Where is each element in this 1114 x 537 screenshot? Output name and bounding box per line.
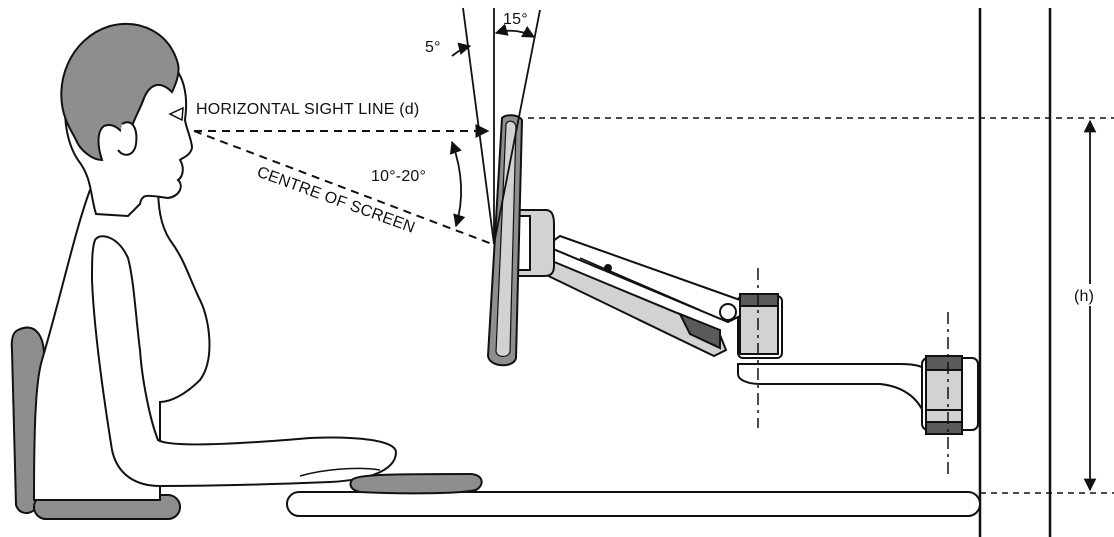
horizontal-sight-line-label: HORIZONTAL SIGHT LINE (d) (196, 101, 419, 118)
tilt-forward-angle-label: 15° (503, 11, 528, 28)
gaze-range-label: 10°-20° (371, 168, 426, 185)
sight-lines (193, 7, 1114, 494)
height-label: (h) (1074, 288, 1094, 305)
person (32, 23, 398, 501)
keyboard (349, 472, 483, 495)
desk (286, 491, 981, 517)
wall (978, 8, 1052, 537)
pivot-axes (757, 268, 949, 476)
tilt-back-angle-label: 5° (425, 39, 441, 56)
monitor-arm (486, 114, 979, 435)
